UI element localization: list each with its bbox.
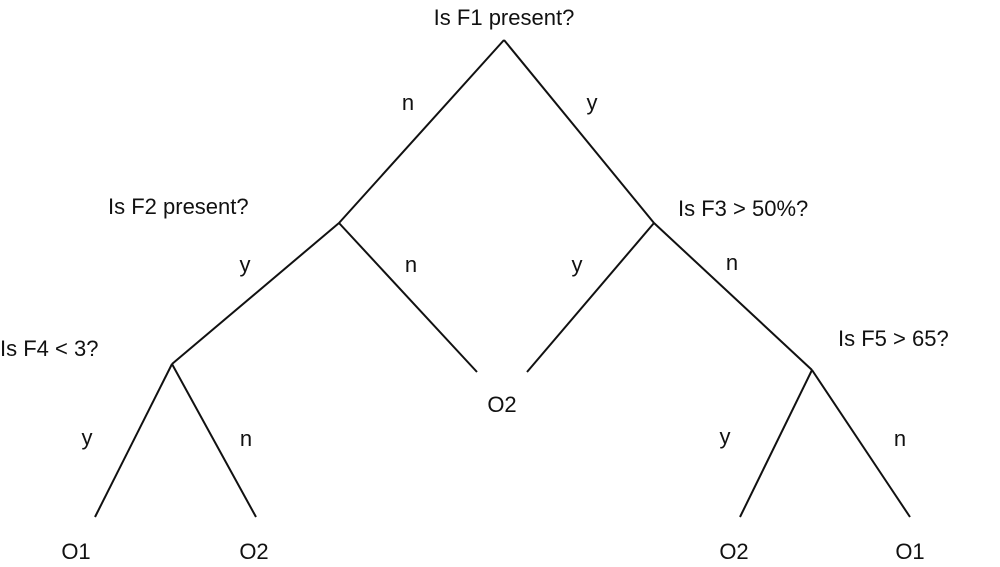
edge-q3-o2 [526,222,655,373]
edge-label: y [571,252,583,277]
edge-q4-o2 [171,363,257,518]
edge-q1-q3 [503,39,655,224]
edge-q3-q5 [653,222,813,371]
outcome-o1: O1 [61,539,91,564]
edge-label: n [725,250,739,275]
edge-label: n [239,426,253,451]
edge-label: y [81,425,93,450]
edge-label: n [401,90,415,115]
question-f4: Is F4 < 3? [0,336,99,361]
edge-q1-q2 [338,39,505,224]
edge-q5-o2 [739,369,813,518]
edge-label: y [719,424,731,449]
question-f5: Is F5 > 65? [838,326,949,351]
edge-q2-q4 [171,222,340,365]
outcome-o2: O2 [239,539,269,564]
question-f3: Is F3 > 50%? [678,196,809,221]
edge-label: y [586,90,598,115]
outcome-o2: O2 [719,539,749,564]
edge-label: n [404,252,418,277]
outcome-o1: O1 [895,539,925,564]
question-f1: Is F1 present? [433,5,575,30]
edge-q5-o1 [811,369,911,518]
edge-q4-o1 [94,363,173,518]
edge-label: n [893,426,907,451]
edge-label: y [239,252,251,277]
question-f2: Is F2 present? [108,194,249,219]
edge-q2-o2 [338,222,478,373]
outcome-o2: O2 [487,392,517,417]
